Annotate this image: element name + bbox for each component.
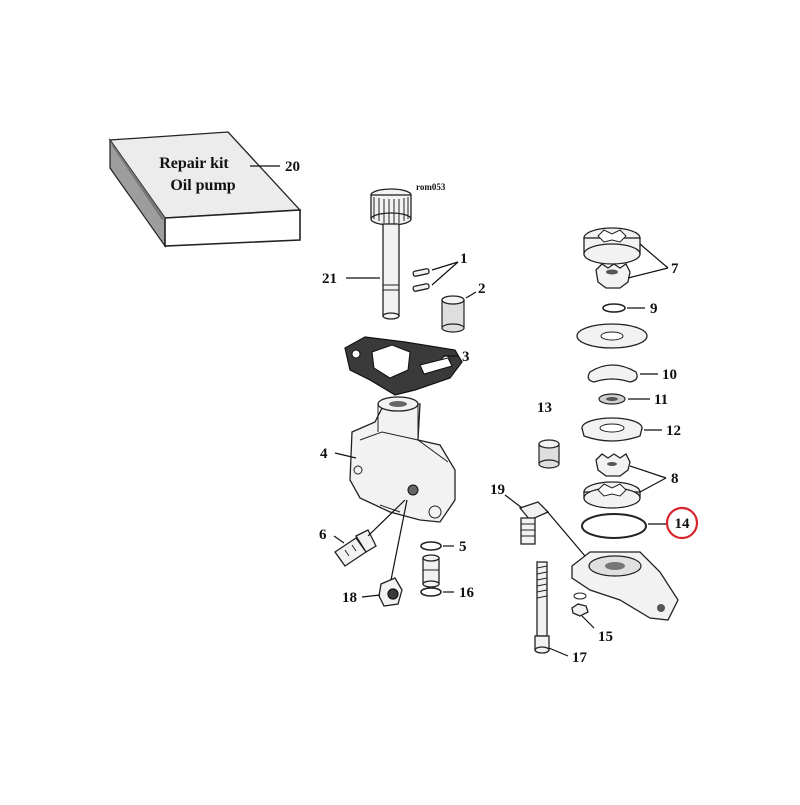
o-ring-5 bbox=[420, 541, 442, 551]
callout-16: 16 bbox=[459, 585, 475, 601]
gerotor-outer bbox=[583, 227, 641, 265]
repair-kit-line1: Repair kit bbox=[159, 155, 229, 172]
leader-18b bbox=[390, 499, 408, 581]
gasket bbox=[344, 336, 463, 396]
leader-1b bbox=[431, 261, 459, 286]
leader-17 bbox=[548, 647, 569, 657]
drive-gear-shaft bbox=[370, 188, 412, 320]
callout-11: 11 bbox=[654, 392, 668, 408]
hose-fitting bbox=[334, 529, 377, 567]
callout-13: 13 bbox=[537, 400, 552, 416]
scavenge-gerotor bbox=[583, 453, 641, 509]
leader-1a bbox=[431, 261, 459, 271]
callout-12: 12 bbox=[666, 423, 681, 439]
retainer-clip bbox=[587, 364, 638, 383]
repair-kit-box: Repair kit Oil pump bbox=[108, 131, 302, 248]
leader-6 bbox=[333, 535, 345, 544]
callout-18: 18 bbox=[342, 590, 357, 606]
leader-8b bbox=[639, 477, 667, 493]
callout-19: 19 bbox=[490, 482, 505, 498]
leader-19 bbox=[504, 494, 523, 509]
leader-4 bbox=[334, 452, 357, 459]
pump-body bbox=[349, 396, 456, 523]
callout-17: 17 bbox=[572, 650, 588, 666]
callout-10: 10 bbox=[662, 367, 677, 383]
callout-3: 3 bbox=[462, 349, 470, 365]
pins bbox=[412, 268, 430, 292]
leader-8a bbox=[629, 465, 667, 479]
ring-9 bbox=[602, 303, 626, 313]
callout-8: 8 bbox=[671, 471, 679, 487]
callout-7: 7 bbox=[671, 261, 679, 277]
cover-plate bbox=[581, 417, 643, 442]
separator-plate bbox=[576, 323, 648, 349]
callout-2: 2 bbox=[478, 281, 486, 297]
callout-5: 5 bbox=[459, 539, 467, 555]
pump-end-cover bbox=[571, 551, 679, 621]
figure-reference: rom053 bbox=[416, 182, 446, 192]
callout-1: 1 bbox=[460, 251, 468, 267]
leader-18 bbox=[361, 594, 381, 598]
lock-nut bbox=[571, 592, 589, 617]
leader-6b bbox=[367, 499, 406, 537]
o-ring-16 bbox=[420, 587, 442, 597]
leader-2 bbox=[465, 291, 477, 299]
bolt bbox=[534, 561, 550, 654]
plug bbox=[378, 577, 403, 607]
gerotor-inner bbox=[595, 263, 631, 289]
callout-14: 14 bbox=[675, 516, 691, 532]
spacer bbox=[538, 439, 560, 469]
leader-7b bbox=[627, 267, 669, 279]
o-ring-14 bbox=[581, 513, 647, 539]
check-valve bbox=[422, 554, 440, 588]
callout-20: 20 bbox=[285, 159, 300, 175]
washer-11 bbox=[598, 393, 626, 405]
callout-4: 4 bbox=[320, 446, 328, 462]
leader-7a bbox=[639, 243, 669, 269]
callout-21: 21 bbox=[322, 271, 337, 287]
elbow-fitting bbox=[518, 501, 550, 545]
repair-kit-line2: Oil pump bbox=[170, 177, 235, 194]
callout-15: 15 bbox=[598, 629, 613, 645]
callout-9: 9 bbox=[650, 301, 658, 317]
leader-15 bbox=[581, 615, 595, 629]
leader-19b bbox=[545, 509, 586, 557]
callout-6: 6 bbox=[319, 527, 327, 543]
bushing bbox=[441, 295, 465, 333]
highlight-ring-14 bbox=[665, 506, 699, 540]
